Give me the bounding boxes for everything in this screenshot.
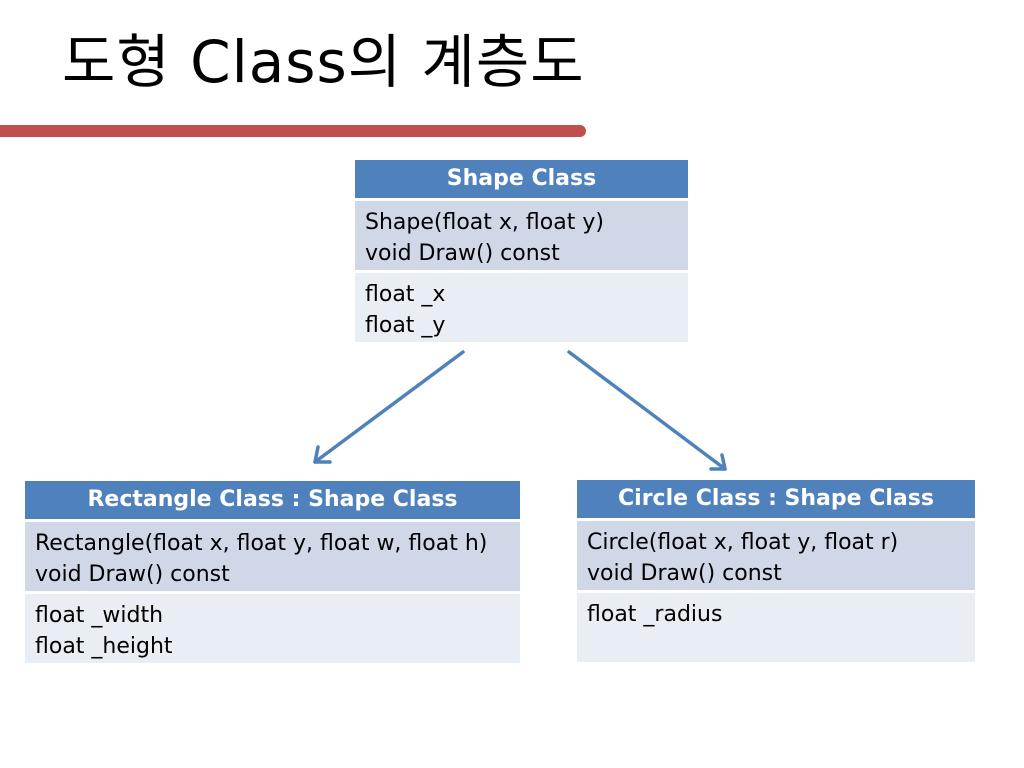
rectangle-method-constructor: Rectangle(float x, float y, float w, flo…: [35, 531, 488, 556]
rectangle-class-methods: Rectangle(float x, float y, float w, flo…: [25, 522, 520, 591]
circle-method-constructor: Circle(float x, float y, float r): [587, 530, 899, 555]
rectangle-method-draw: void Draw() const: [35, 562, 230, 587]
shape-class-methods: Shape(float x, float y) void Draw() cons…: [355, 201, 688, 270]
arrow-head-rectangle: [313, 445, 332, 464]
circle-class-methods: Circle(float x, float y, float r) void D…: [577, 521, 975, 590]
arrow-head-circle: [709, 453, 727, 471]
circle-method-draw: void Draw() const: [587, 561, 782, 586]
circle-class-box: Circle Class : Shape Class Circle(float …: [577, 480, 975, 662]
circle-field-radius: float _radius: [587, 602, 723, 627]
rectangle-field-width: float _width: [35, 603, 164, 628]
arrow-shape-to-rectangle: [313, 350, 465, 464]
title-accent-rule: [0, 125, 586, 137]
rectangle-class-box: Rectangle Class : Shape Class Rectangle(…: [25, 481, 520, 663]
shape-class-fields: float _x float _y: [355, 273, 688, 342]
circle-class-header: Circle Class : Shape Class: [577, 480, 975, 518]
slide-title: 도형 Class의 계층도: [62, 28, 585, 96]
shape-method-constructor: Shape(float x, float y): [365, 210, 604, 235]
shape-method-draw: void Draw() const: [365, 241, 560, 266]
arrow-shape-to-circle: [567, 350, 727, 471]
circle-class-fields: float _radius: [577, 593, 975, 662]
shape-field-x: float _x: [365, 282, 446, 307]
shape-field-y: float _y: [365, 313, 446, 338]
rectangle-class-header: Rectangle Class : Shape Class: [25, 481, 520, 519]
rectangle-class-fields: float _width float _height: [25, 594, 520, 663]
shape-class-header: Shape Class: [355, 160, 688, 198]
rectangle-field-height: float _height: [35, 634, 173, 659]
shape-class-box: Shape Class Shape(float x, float y) void…: [355, 160, 688, 342]
